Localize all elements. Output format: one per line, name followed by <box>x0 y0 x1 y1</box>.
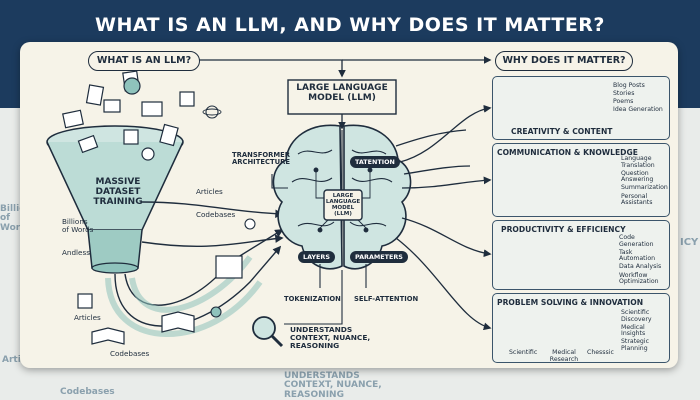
list-item: Code Generation <box>619 234 654 248</box>
top-connector-left <box>198 59 346 78</box>
panel-creativity-items: Blog Posts Stories Poems Idea Generation <box>613 82 669 116</box>
ghost-arti: Arti <box>2 355 21 365</box>
articles-label: Articles <box>196 187 223 196</box>
list-item: Strategic Planning <box>621 338 649 352</box>
panel-communication: COMMUNICATION & KNOWLEDGE Language Trans… <box>492 143 670 217</box>
list-item: Data Analysis <box>619 263 662 271</box>
tokenization-label: TOKENIZATION <box>284 295 341 303</box>
page-title: WHAT IS AN LLM, AND WHY DOES IT MATTER? <box>95 14 605 36</box>
panel-communication-title: COMMUNICATION & KNOWLEDGE <box>497 148 638 157</box>
panel-connectors <box>395 104 492 331</box>
panel-innovation-title: PROBLEM SOLVING & INNOVATION <box>497 298 644 307</box>
panel-productivity-title: PRODUCTIVITY & EFFICIENCY <box>501 225 626 234</box>
caption-chess: Chesssic <box>587 349 614 356</box>
llm-title-box: LARGE LANGUAGE MODEL (LLM) <box>296 83 388 104</box>
ghost-billions: Billions of Words <box>0 204 38 233</box>
list-item: Task Automation <box>619 248 656 263</box>
ghost-icy: ICY <box>680 237 699 248</box>
infographic-card: WHAT IS AN LLM? WHY DOES IT MATTER? LARG… <box>20 42 678 368</box>
what-is-llm-heading: WHAT IS AN LLM? <box>88 51 200 71</box>
self-attention-label: SELF-ATTENTION <box>354 295 419 303</box>
panel-productivity: PRODUCTIVITY & EFFICIENCY Code Generatio… <box>492 220 670 290</box>
andless-label: Andless <box>62 248 90 257</box>
bottom-articles-label: Articles <box>74 313 101 322</box>
ghost-understands: UNDERSTANDS CONTEXT, NUANCE, REASONING <box>284 371 382 400</box>
panel-innovation-items: Scientific Discovery Medical Insights St… <box>621 309 669 354</box>
tag-parameters: PARAMETERS <box>350 251 408 263</box>
list-item: Medical Insights <box>621 323 646 338</box>
list-item: Stories <box>613 90 635 98</box>
list-item: Question Answering <box>621 169 654 184</box>
transformer-label: TRANSFORMER ARCHITECTURE <box>232 151 291 167</box>
funnel-graphic <box>46 70 222 274</box>
list-item: Scientific Discovery <box>621 309 652 323</box>
list-item: Workflow Optimization <box>619 271 659 286</box>
list-item: Summarization <box>621 184 668 192</box>
panel-productivity-items: Code Generation Task Automation Data Ana… <box>619 234 669 287</box>
list-item: Personal Assistants <box>621 192 653 207</box>
understands-label: UNDERSTANDS CONTEXT, NUANCE, REASONING <box>290 325 371 351</box>
bottom-codebases-label: Codebases <box>110 349 150 358</box>
funnel-title: MASSIVE DATASET TRAINING <box>93 177 143 207</box>
panel-creativity: CREATIVITY & CONTENT Blog Posts Stories … <box>492 76 670 140</box>
brain-chip-label: LARGE LANGUAGE MODEL (LLM) <box>325 193 361 218</box>
caption-scientific: Scientific <box>509 349 538 356</box>
panel-communication-items: Language Translation Question Answering … <box>621 155 669 208</box>
tag-layers: LAYERS <box>298 251 335 263</box>
billions-label: Billions of Words <box>62 217 94 234</box>
codebases-label: Codebases <box>196 210 236 219</box>
list-item: Blog Posts <box>613 82 645 89</box>
why-matter-heading: WHY DOES IT MATTER? <box>495 51 633 71</box>
tag-attention: TATENTION <box>350 156 400 168</box>
panel-innovation: PROBLEM SOLVING & INNOVATION Scientific … <box>492 293 670 363</box>
list-item: Idea Generation <box>613 106 663 114</box>
panel-creativity-title: CREATIVITY & CONTENT <box>511 127 613 136</box>
caption-medical: Medical Research <box>549 349 579 363</box>
ghost-codebases: Codebases <box>60 387 115 397</box>
list-item: Poems <box>613 98 634 106</box>
list-item: Language Translation <box>621 155 655 169</box>
